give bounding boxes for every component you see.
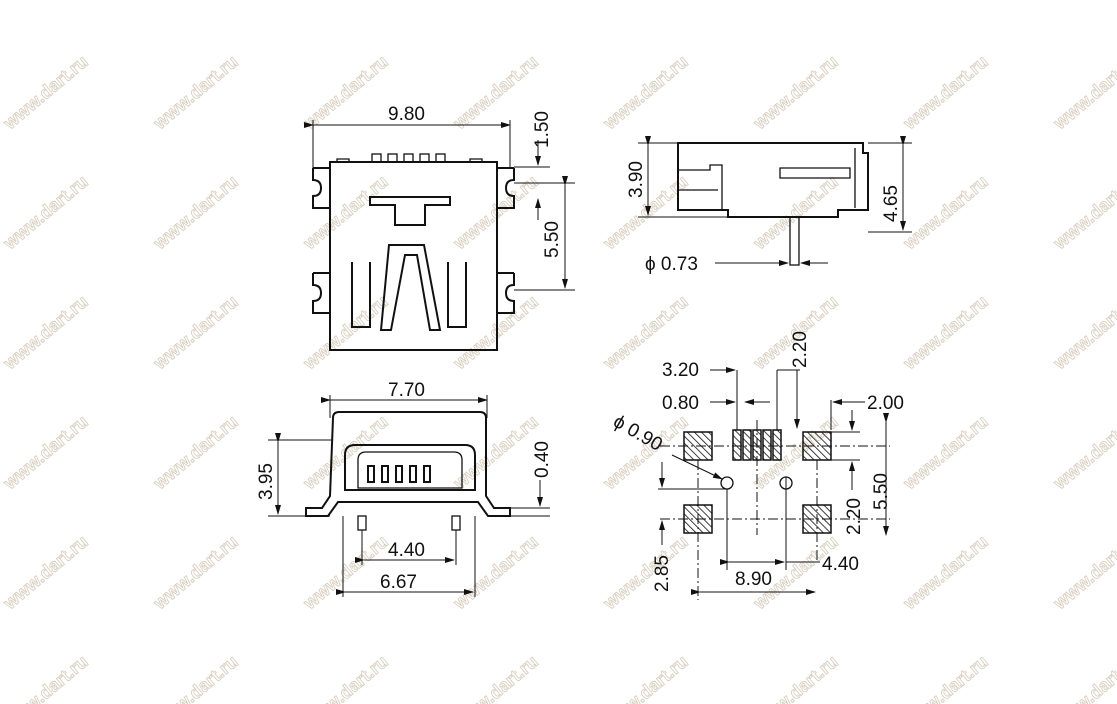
dim-4-65: 4.65: [881, 185, 902, 222]
watermark-text: www.dart.ru: [0, 51, 92, 133]
watermark-text: www.dart.ru: [1049, 171, 1117, 253]
watermark-text: www.dart.ru: [299, 531, 392, 613]
watermark-text: www.dart.ru: [149, 291, 242, 373]
watermark-text: www.dart.ru: [299, 171, 392, 253]
watermark-text: www.dart.ru: [1049, 291, 1117, 373]
dim-4-40: 4.40: [388, 540, 425, 561]
watermark-text: www.dart.ru: [0, 651, 92, 704]
dim-5-50: 5.50: [542, 221, 563, 258]
watermark-text: www.dart.ru: [449, 411, 542, 493]
dim-9-80: 9.80: [388, 104, 425, 125]
dim-3-90: 3.90: [626, 161, 647, 198]
dim-0-40: 0.40: [532, 441, 553, 478]
dim-2-20-hole: 2.20: [844, 498, 865, 535]
watermark-text: www.dart.ru: [899, 411, 992, 493]
watermark-text: www.dart.ru: [449, 291, 542, 373]
watermark-text: www.dart.ru: [149, 411, 242, 493]
watermark-text: www.dart.ru: [899, 171, 992, 253]
watermark-text: www.dart.ru: [899, 531, 992, 613]
dim-2-00: 2.00: [867, 393, 904, 414]
watermark-text: www.dart.ru: [449, 531, 542, 613]
watermark-text: www.dart.ru: [149, 651, 242, 704]
watermark-text: www.dart.ru: [449, 51, 542, 133]
watermark-text: www.dart.ru: [1049, 651, 1117, 704]
watermark-text: www.dart.ru: [1049, 51, 1117, 133]
side-view: 3.90 4.65 ϕ 0.73: [626, 136, 912, 275]
watermark-text: www.dart.ru: [449, 171, 542, 253]
dim-0-80: 0.80: [662, 393, 699, 414]
dim-7-70: 7.70: [388, 380, 425, 401]
watermark-text: www.dart.ru: [899, 651, 992, 704]
front-view: 7.70 3.95 0.40 4.40 6.67: [256, 380, 553, 597]
watermark-text: www.dart.ru: [899, 291, 992, 373]
watermark-text: www.dart.ru: [749, 51, 842, 133]
watermark: www.dart.ru www.dart.ru www.dart.ru www.dar…: [0, 51, 1117, 704]
watermark-text: www.dart.ru: [899, 51, 992, 133]
dim-1-50: 1.50: [532, 111, 553, 148]
watermark-text: www.dart.ru: [0, 291, 92, 373]
watermark-text: www.dart.ru: [599, 51, 692, 133]
watermark-text: www.dart.ru: [149, 171, 242, 253]
watermark-text: www.dart.ru: [0, 411, 92, 493]
dim-2-20-top: 2.20: [790, 331, 811, 368]
watermark-text: www.dart.ru: [0, 531, 92, 613]
watermark-text: www.dart.ru: [599, 651, 692, 704]
watermark-text: www.dart.ru: [1049, 531, 1117, 613]
watermark-text: www.dart.ru: [749, 651, 842, 704]
watermark-text: www.dart.ru: [149, 51, 242, 133]
pcb-footprint: 3.20 0.80 2.20 2.00 2.20 5.50 ϕ 0.90 2.8…: [610, 331, 904, 600]
dim-3-95: 3.95: [256, 463, 277, 500]
watermark-text: www.dart.ru: [0, 171, 92, 253]
dim-8-90: 8.90: [735, 569, 772, 590]
watermark-text: www.dart.ru: [749, 171, 842, 253]
watermark-text: www.dart.ru: [449, 651, 542, 704]
top-view: 9.80 1.50 5.50: [304, 104, 575, 351]
watermark-text: www.dart.ru: [599, 531, 692, 613]
watermark-text: www.dart.ru: [149, 531, 242, 613]
dim-4-40-holes: 4.40: [822, 554, 859, 575]
dim-5-50-pads: 5.50: [871, 473, 892, 510]
dim-pin-diameter: ϕ 0.73: [645, 254, 698, 275]
watermark-text: www.dart.ru: [1049, 411, 1117, 493]
dim-6-67: 6.67: [380, 572, 417, 593]
dim-2-85: 2.85: [652, 555, 673, 592]
dim-3-20: 3.20: [662, 360, 699, 381]
watermark-text: www.dart.ru: [299, 651, 392, 704]
